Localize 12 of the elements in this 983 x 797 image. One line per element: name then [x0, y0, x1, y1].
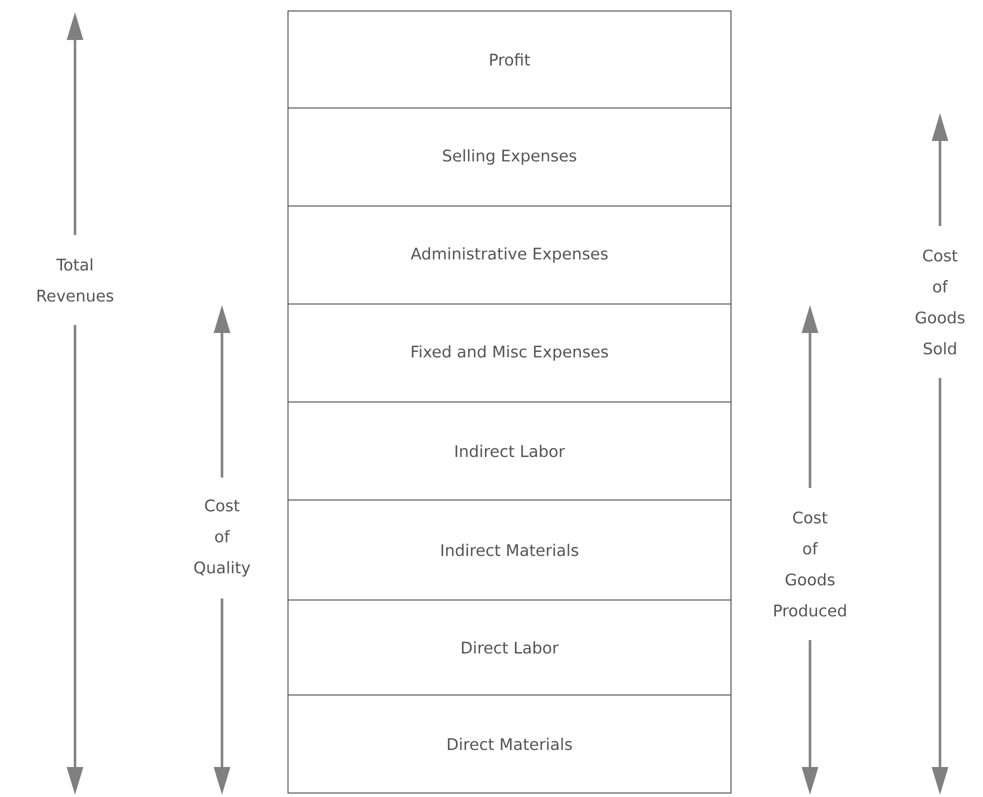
cost-box: Direct Labor: [288, 600, 732, 696]
cost-box: Profit: [288, 10, 732, 108]
cost-box: Indirect Labor: [288, 402, 732, 500]
cost-box: Indirect Materials: [288, 500, 732, 600]
cost-box: Administrative Expenses: [288, 206, 732, 304]
dimension-label: Cost of Goods Sold: [916, 249, 964, 355]
dimension-label: Total Revenues: [38, 258, 114, 302]
cost-box: Selling Expenses: [288, 108, 732, 206]
cost-box: Direct Materials: [288, 694, 732, 794]
cost-box: Fixed and Misc Expenses: [288, 304, 732, 402]
dimension-label: Cost of Goods Produced: [774, 511, 846, 617]
dimension-label: Cost of Quality: [194, 499, 250, 577]
